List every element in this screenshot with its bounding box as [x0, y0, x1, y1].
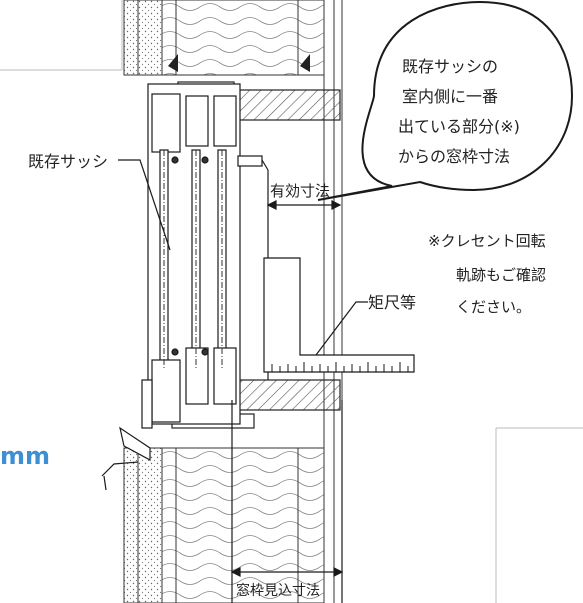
insulation-bottom — [161, 447, 325, 603]
square-ruler — [263, 257, 415, 373]
callout-line-1: 既存サッシの — [402, 57, 498, 76]
callout-line-2: 室内側に一番 — [402, 87, 498, 106]
callout-line-4: からの窓枠寸法 — [398, 147, 510, 166]
note-line-1: ※クレセント回転 — [428, 232, 546, 250]
leader-lines — [118, 159, 368, 356]
frame-depth-label: 窓枠見込寸法 — [236, 582, 320, 599]
glass-panes — [163, 150, 223, 370]
effective-dim-label: 有効寸法 — [270, 182, 330, 200]
existing-sash-label: 既存サッシ — [28, 152, 108, 171]
unit-fragment-text: mm — [0, 442, 50, 470]
right-bottom-frame — [495, 427, 583, 603]
top-left-frame — [0, 0, 123, 71]
existing-sash — [101, 83, 263, 491]
callout-bubble — [317, 0, 574, 201]
frame-depth-dim-lines — [230, 400, 344, 603]
callout-line-3: 出ている部分(※) — [398, 117, 520, 136]
exterior-wall — [123, 0, 163, 603]
insulation-top — [161, 0, 325, 76]
square-ruler-label: 矩尺等 — [368, 293, 416, 312]
note-line-2: 軌跡もご確認 — [456, 266, 546, 284]
crescent-note: ※クレセント回転 軌跡もご確認 ください。 — [428, 232, 546, 316]
note-line-3: ください。 — [456, 298, 531, 316]
callout-text: 既存サッシの 室内側に一番 出ている部分(※) からの窓枠寸法 — [398, 57, 520, 166]
